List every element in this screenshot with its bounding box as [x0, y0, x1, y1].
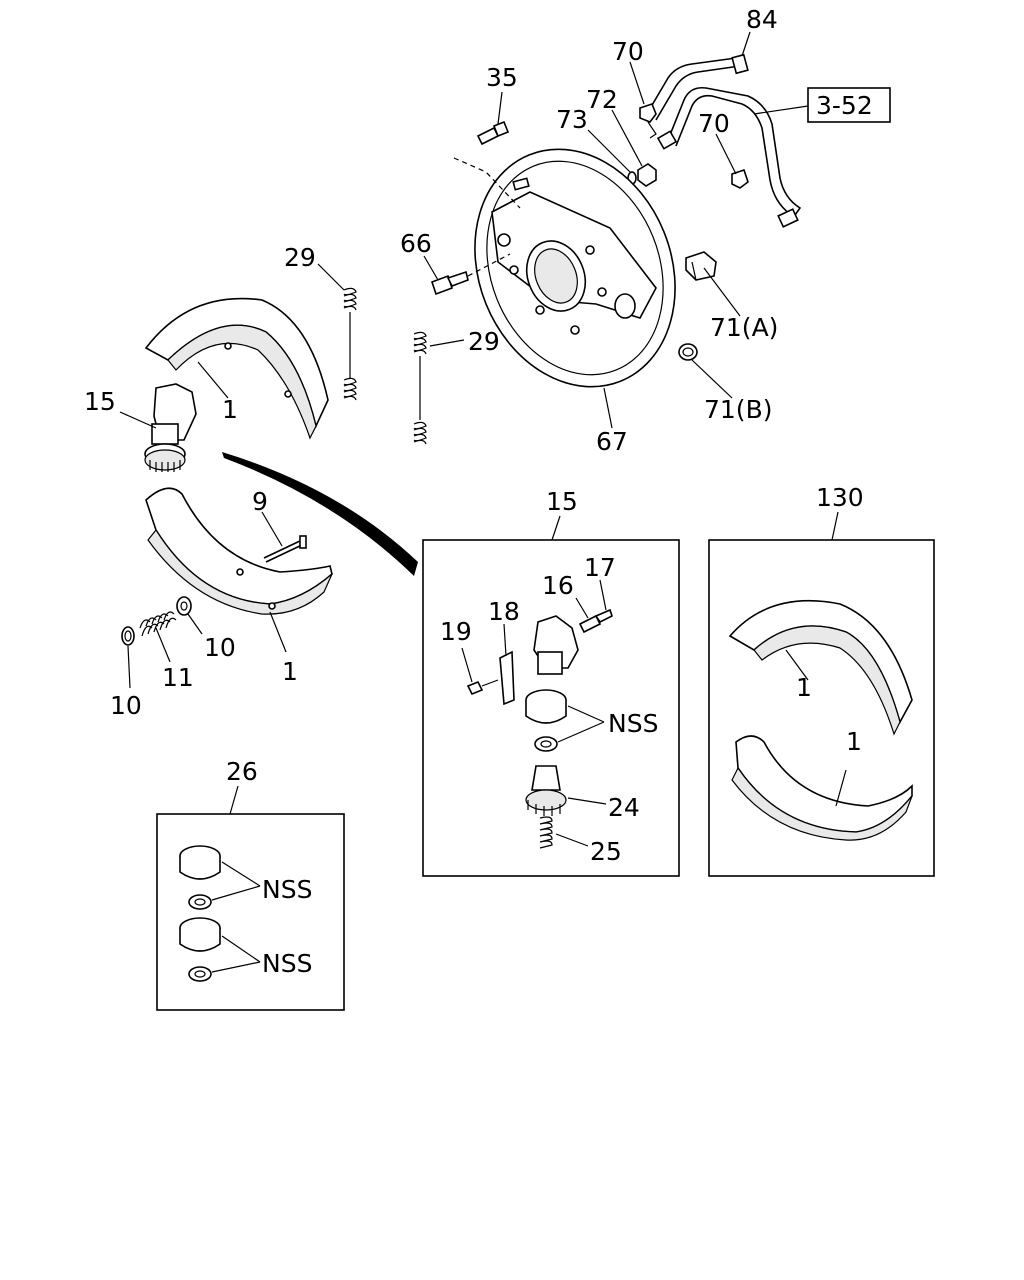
detail-box-adjuster: 15 17 16 18 19 NSS 24: [422, 487, 680, 877]
hold-down-spring-11: [139, 611, 177, 637]
detail-box-shoe-kit: 130 1 1: [708, 483, 935, 877]
callout-9: 9: [252, 487, 268, 516]
adjuster-assembly-15: [144, 383, 197, 472]
plug-71a: [685, 251, 717, 281]
leader-lines: [119, 31, 751, 689]
callout-70-lower: 70: [698, 109, 730, 138]
callout-72: 72: [586, 85, 618, 114]
callout-3-52: 3-52: [816, 91, 873, 120]
detail-box-repair-kit: 26 NSS NSS: [156, 757, 345, 1011]
box-callout-24: 24: [608, 793, 640, 822]
box-callout-18: 18: [488, 597, 520, 626]
pipe-clip-70-lower: [731, 168, 749, 189]
spring-cup-10-right: [176, 596, 192, 616]
box-130-callout-1-upper: 1: [796, 673, 812, 702]
callout-10-right: 10: [204, 633, 236, 662]
pipe-clip-70-upper: [639, 103, 657, 139]
hold-down-pin-9: [263, 535, 307, 563]
box-26-callout-nss-upper: NSS: [262, 875, 312, 904]
box-26-title: 26: [226, 757, 258, 786]
return-spring-29-upper: [343, 287, 357, 401]
callout-73: 73: [556, 105, 588, 134]
callout-1-lower: 1: [282, 657, 298, 686]
box-130-title: 130: [816, 483, 864, 512]
callout-labels: 84 70 72 73 70 3-52 35 66 29 29 71(A) 71…: [84, 5, 873, 720]
backing-plate: [474, 148, 676, 388]
box-26-callout-nss-lower: NSS: [262, 949, 312, 978]
box-callout-nss: NSS: [608, 709, 658, 738]
callout-67: 67: [596, 427, 628, 456]
brake-shoe-lower: [145, 487, 333, 615]
reference-box: [753, 87, 891, 123]
spring-cup-10-left: [121, 626, 135, 646]
callout-29-upper: 29: [284, 243, 316, 272]
callout-1-upper: 1: [222, 395, 238, 424]
brake-shoe-upper: [144, 297, 329, 440]
nut-72: [637, 163, 657, 187]
bolt-66: [430, 253, 511, 296]
box-15-title: 15: [546, 487, 578, 516]
box-callout-16: 16: [542, 571, 574, 600]
bolt-35: [453, 120, 521, 209]
callout-71b: 71(B): [704, 395, 772, 424]
brake-pipe: [647, 53, 802, 228]
box-callout-17: 17: [584, 553, 616, 582]
callout-35: 35: [486, 63, 518, 92]
detail-pointer: [222, 452, 418, 576]
return-spring-29-lower: [413, 331, 427, 445]
callout-29-lower: 29: [468, 327, 500, 356]
callout-66: 66: [400, 229, 432, 258]
callout-10-left: 10: [110, 691, 142, 720]
callout-70-upper: 70: [612, 37, 644, 66]
box-callout-19: 19: [440, 617, 472, 646]
box-130-callout-1-lower: 1: [846, 727, 862, 756]
plug-71b: [678, 343, 698, 361]
box-callout-25: 25: [590, 837, 622, 866]
callout-84: 84: [746, 5, 778, 34]
callout-15: 15: [84, 387, 116, 416]
callout-71a: 71(A): [710, 313, 778, 342]
callout-11: 11: [162, 663, 194, 692]
